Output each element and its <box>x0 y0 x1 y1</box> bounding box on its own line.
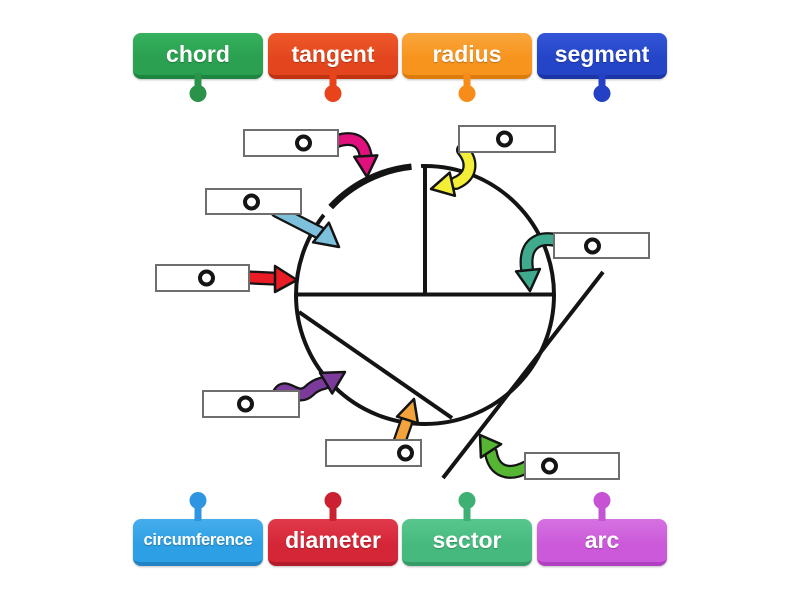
drop-target-ring-icon <box>397 444 414 462</box>
arc-dash-gap <box>319 203 335 219</box>
word-tile-label: arc <box>584 527 620 553</box>
word-tile-tangent[interactable]: tangent <box>268 33 398 102</box>
arrow-pink <box>330 132 379 179</box>
word-tile-segment[interactable]: segment <box>537 33 667 102</box>
connector-dot <box>189 85 207 102</box>
connector-stem <box>598 505 606 521</box>
connector-stem <box>329 73 337 89</box>
word-tile-sector[interactable]: sector <box>402 492 532 566</box>
connector-stem <box>194 73 202 89</box>
connector-stem <box>463 505 471 521</box>
tangent-line <box>441 270 605 480</box>
word-tile-chord[interactable]: chord <box>133 33 263 102</box>
answer-slot-yellow-arrow[interactable] <box>458 125 556 153</box>
answer-slot-purple-arrow[interactable] <box>202 390 300 418</box>
arrow-purple <box>271 370 347 402</box>
drop-target-ring-icon <box>496 130 513 148</box>
word-tile-radius[interactable]: radius <box>402 33 532 102</box>
arrow-red <box>243 264 299 294</box>
answer-slot-blue-arrow[interactable] <box>205 188 302 215</box>
word-tile-label: segment <box>554 40 650 67</box>
arrow-teal <box>514 232 563 293</box>
answer-slot-red-arrow[interactable] <box>155 264 250 292</box>
connector-stem <box>463 73 471 89</box>
word-tile-label: sector <box>432 527 502 553</box>
highlighted-arc-dash <box>328 163 412 210</box>
word-tile-label: chord <box>166 40 230 67</box>
arc-dash-gap <box>410 160 422 172</box>
word-tile-circumference[interactable]: circumference <box>133 492 263 566</box>
word-tile-arc[interactable]: arc <box>537 492 667 566</box>
word-tile-label: diameter <box>285 527 381 553</box>
word-tile-label: circumference <box>143 531 253 549</box>
connector-dot <box>593 85 611 102</box>
drop-target-ring-icon <box>584 237 601 254</box>
connector-stem <box>329 505 337 521</box>
answer-slot-orange-arrow[interactable] <box>325 439 422 467</box>
word-tile-label: tangent <box>291 40 375 67</box>
connector-dot <box>458 492 476 509</box>
arrow-yellow <box>429 143 477 198</box>
answer-slot-teal-arrow[interactable] <box>553 232 650 259</box>
answer-slot-pink-arrow[interactable] <box>243 129 339 157</box>
connector-dot <box>324 492 342 509</box>
connector-dot <box>593 492 611 509</box>
drop-target-ring-icon <box>243 193 260 210</box>
connector-dot <box>458 85 476 102</box>
drop-target-ring-icon <box>295 134 312 152</box>
drop-target-ring-icon <box>541 457 558 475</box>
drop-target-ring-icon <box>237 395 254 413</box>
connector-dot <box>189 492 207 509</box>
arrow-green <box>478 433 534 479</box>
connector-dot <box>324 85 342 102</box>
drop-target-ring-icon <box>198 269 215 287</box>
chord-line <box>297 310 454 420</box>
connector-stem <box>598 73 606 89</box>
connector-stem <box>194 505 202 521</box>
word-tile-diameter[interactable]: diameter <box>268 492 398 566</box>
answer-slot-green-arrow[interactable] <box>524 452 620 480</box>
word-tile-label: radius <box>432 40 502 67</box>
